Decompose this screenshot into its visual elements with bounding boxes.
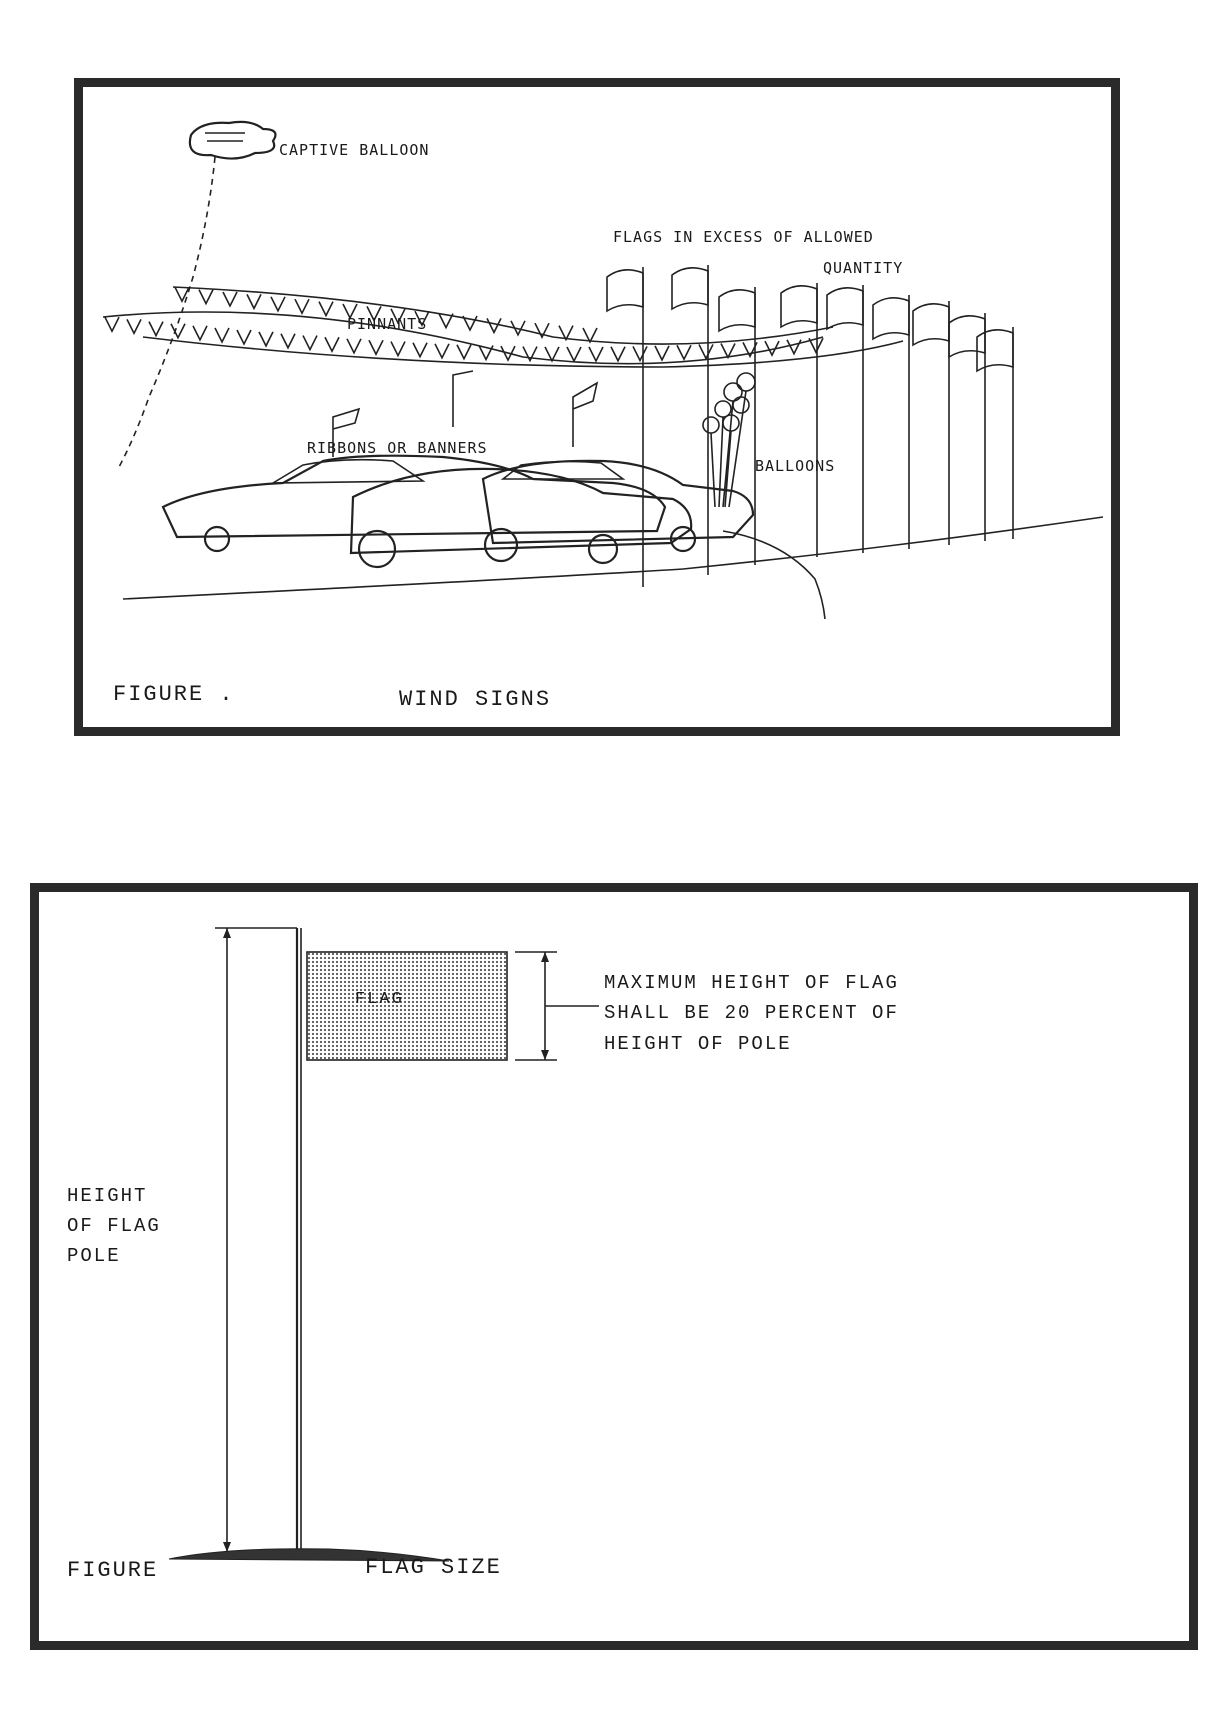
rule-line-2: SHALL BE 20 PERCENT OF bbox=[604, 1002, 899, 1024]
pennant bbox=[808, 337, 824, 355]
pennant bbox=[324, 336, 340, 354]
rule-line-3: HEIGHT OF POLE bbox=[604, 1033, 792, 1055]
flag-on-pole bbox=[718, 287, 756, 565]
pennant bbox=[280, 333, 296, 350]
flag-on-pole bbox=[976, 327, 1014, 539]
flag-on-pole bbox=[872, 295, 910, 549]
pennant bbox=[174, 286, 190, 303]
rule-line-1: MAXIMUM HEIGHT OF FLAG bbox=[604, 972, 899, 994]
pennant bbox=[258, 331, 274, 348]
flag-height-dimension bbox=[515, 951, 599, 1061]
ribbons-label: RIBBONS OR BANNERS bbox=[307, 439, 488, 457]
pennant bbox=[456, 344, 472, 361]
balloons-label: BALLOONS bbox=[755, 457, 836, 475]
flag-label: FLAG bbox=[355, 990, 404, 1009]
pennant bbox=[302, 335, 318, 352]
pennant bbox=[170, 323, 186, 340]
pennant bbox=[544, 346, 560, 363]
flag-size-drawing bbox=[168, 927, 599, 1562]
pennant bbox=[412, 342, 428, 359]
flags-excess-label-line1: FLAGS IN EXCESS OF ALLOWED bbox=[613, 228, 874, 246]
pennants bbox=[104, 286, 824, 363]
ground-line bbox=[122, 516, 1104, 600]
flag-rectangle bbox=[306, 951, 508, 1061]
pennant bbox=[236, 329, 252, 346]
pennant bbox=[610, 346, 626, 363]
pennant bbox=[368, 339, 384, 357]
pennants-label: PINNANTS bbox=[347, 315, 428, 333]
pole-label-line-1: HEIGHT bbox=[67, 1185, 148, 1207]
wind-signs-figure: CAPTIVE BALLOON PINNANTS FLAGS IN EXCESS… bbox=[74, 78, 1120, 736]
figure-label: FIGURE . bbox=[113, 682, 235, 707]
pennant bbox=[222, 291, 238, 308]
pennant bbox=[342, 303, 358, 320]
flag-on-pole bbox=[606, 267, 644, 587]
pennant bbox=[698, 344, 714, 361]
flags-excess-label-line2: QUANTITY bbox=[823, 259, 904, 277]
pennant bbox=[558, 325, 574, 342]
flag-pole bbox=[168, 928, 450, 1562]
pennant bbox=[764, 340, 780, 357]
pennant bbox=[534, 322, 550, 339]
captive-balloon bbox=[118, 120, 277, 468]
pennant bbox=[414, 310, 430, 327]
pole-label-line-3: POLE bbox=[67, 1245, 121, 1267]
pennant-strings bbox=[102, 286, 904, 368]
flag-on-pole bbox=[780, 283, 818, 557]
pennant bbox=[582, 327, 598, 344]
pennant bbox=[214, 327, 230, 344]
pennant bbox=[246, 294, 262, 311]
flag-on-pole bbox=[948, 313, 986, 541]
pennant bbox=[522, 346, 538, 363]
pole-height-dimension bbox=[215, 927, 297, 1552]
flag-on-pole bbox=[912, 301, 950, 545]
flag-on-pole bbox=[671, 265, 709, 575]
pennant bbox=[654, 345, 670, 362]
pennant bbox=[198, 289, 214, 306]
pennant bbox=[390, 308, 406, 325]
pennant bbox=[390, 341, 406, 358]
pennant bbox=[588, 346, 604, 363]
pennant bbox=[346, 338, 362, 355]
pennant bbox=[366, 306, 382, 323]
pennant bbox=[486, 318, 502, 335]
pennant bbox=[104, 316, 120, 333]
balloon-cluster bbox=[702, 372, 756, 508]
flag-on-pole bbox=[826, 285, 864, 553]
flag-poles bbox=[606, 265, 1014, 587]
curb-curve bbox=[722, 530, 826, 620]
pennant bbox=[478, 345, 494, 362]
pennant bbox=[720, 343, 736, 360]
pennant bbox=[566, 346, 582, 363]
pennant bbox=[434, 343, 450, 360]
flag-size-figure: FLAG MAXIMUM HEIGHT OF FLAG SHALL BE 20 … bbox=[30, 883, 1198, 1650]
cars bbox=[161, 370, 755, 569]
pennant bbox=[126, 319, 142, 336]
pole-label-line-2: OF FLAG bbox=[67, 1215, 161, 1237]
captive-balloon-label: CAPTIVE BALLOON bbox=[279, 141, 430, 159]
pennant bbox=[786, 339, 802, 356]
pennant bbox=[270, 296, 286, 313]
pennant bbox=[500, 345, 516, 362]
pennant bbox=[148, 321, 164, 338]
pennant bbox=[676, 344, 692, 362]
pennant bbox=[438, 313, 454, 330]
pennant bbox=[192, 325, 208, 342]
figure-label: FIGURE bbox=[67, 1558, 159, 1583]
wind-signs-drawing bbox=[102, 120, 1104, 620]
pennant bbox=[318, 301, 334, 318]
pennant bbox=[294, 298, 310, 315]
pennant bbox=[632, 346, 648, 363]
pennant bbox=[462, 315, 478, 332]
figure-caption: FLAG SIZE bbox=[365, 1555, 502, 1580]
pennant bbox=[510, 320, 526, 337]
figure-caption: WIND SIGNS bbox=[399, 687, 552, 712]
